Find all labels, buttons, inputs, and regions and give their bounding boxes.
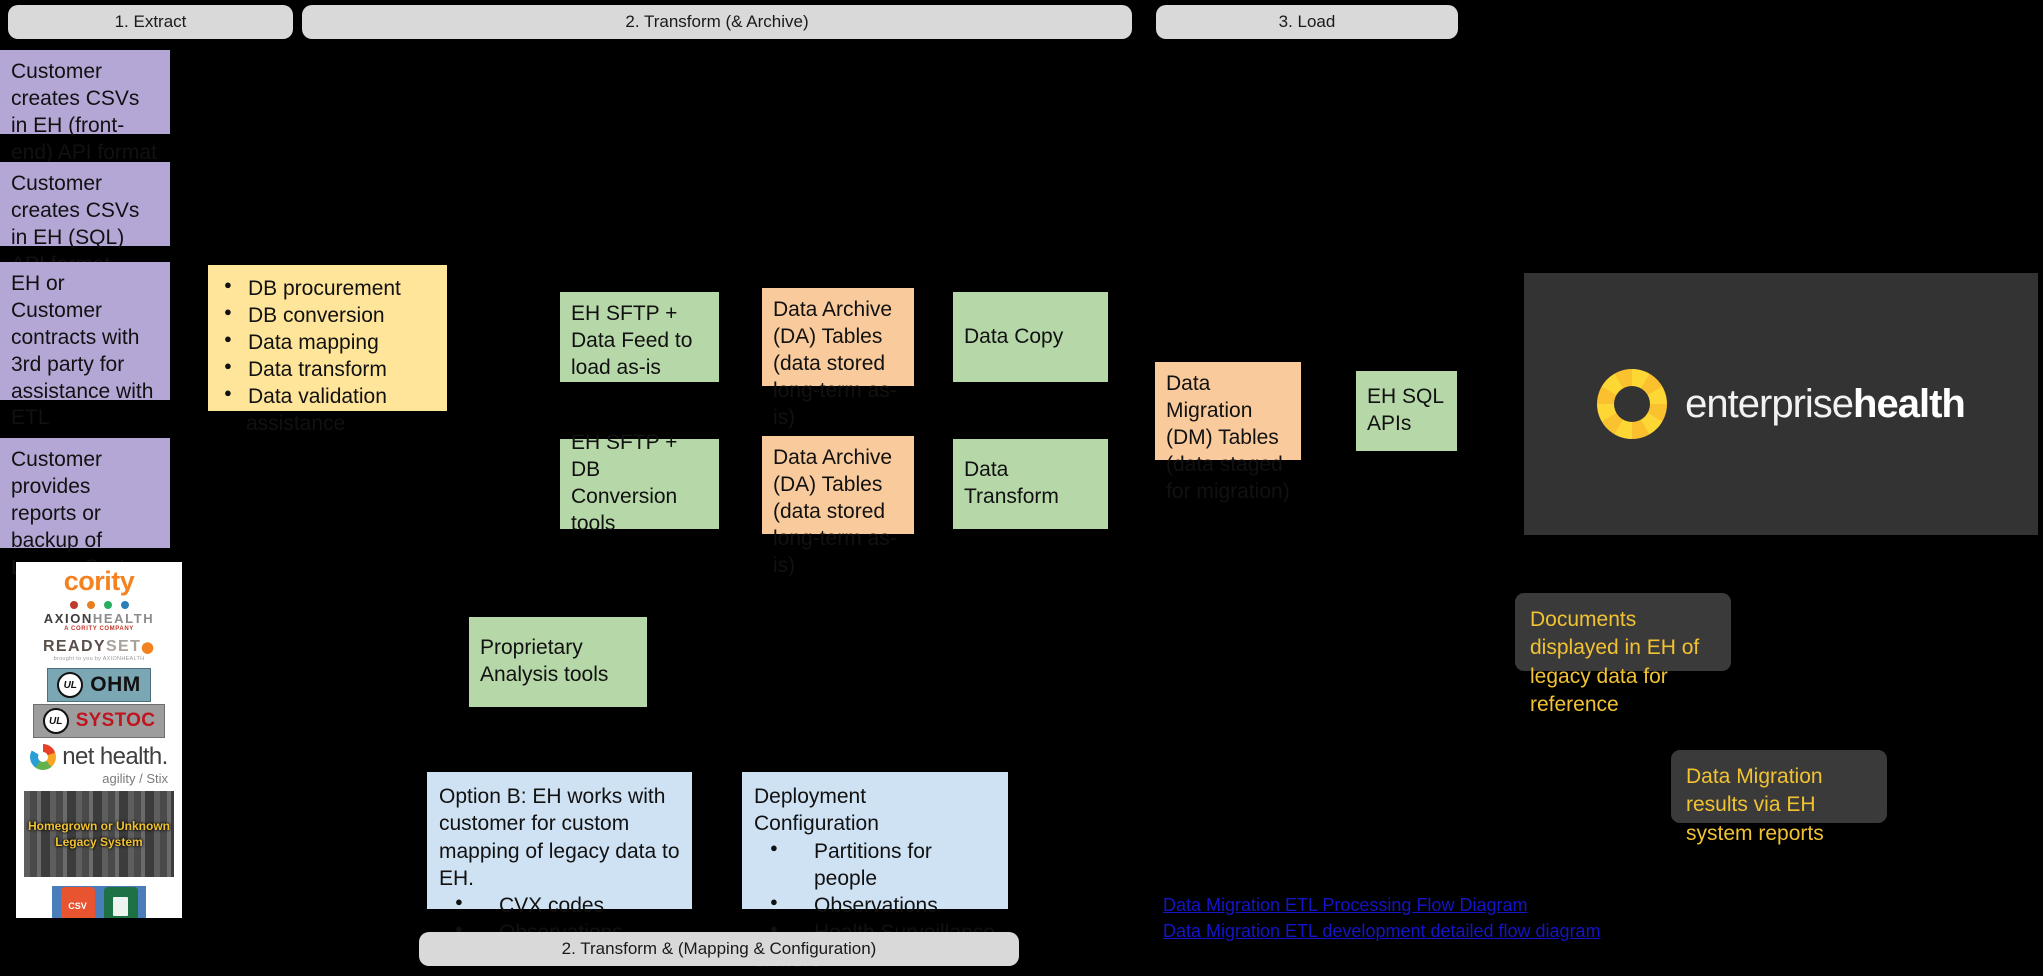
- logo-axion-health: AXIONHEALTH A CORITY COMPANY: [16, 600, 182, 635]
- enterprise-health-wordmark: enterprisehealth: [1685, 382, 1966, 426]
- link-etl-detailed-flow[interactable]: Data Migration ETL development detailed …: [1163, 920, 1601, 941]
- list-item: Data validation: [224, 383, 435, 410]
- transform-box-data-archive-bottom[interactable]: Data Archive (DA) Tables (data stored lo…: [762, 436, 914, 577]
- net-health-wordmark: net health.: [62, 743, 168, 770]
- readyset-tagline: brought to you by AXIONHEALTH: [53, 656, 145, 662]
- etl-assistance-continuation: assistance: [246, 412, 346, 436]
- phase-banner-extract[interactable]: 1. Extract: [8, 5, 293, 39]
- list-item: CVX codes: [455, 892, 680, 919]
- logo-readyset: READYSET⬤ brought to you by AXIONHEALTH: [16, 635, 182, 667]
- enterprise-health-logo-panel: enterprisehealth: [1524, 273, 2038, 535]
- logo-systoc: UL SYSTOC: [16, 703, 182, 739]
- transform-box-sftp-db-conversion[interactable]: EH SFTP + DB Conversion tools: [560, 431, 719, 535]
- callout-dm-results[interactable]: Data Migration results via EH system rep…: [1671, 750, 1887, 845]
- axion-dots-icon: [16, 601, 182, 609]
- etl-assistance-box[interactable]: DB procurement DB conversion Data mappin…: [208, 265, 447, 435]
- extract-box-legacy-reports[interactable]: Customer provides reports or backup of L…: [0, 438, 170, 579]
- net-health-ring-icon: [30, 744, 57, 770]
- excel-file-icon: [103, 887, 138, 918]
- list-item: DB conversion: [224, 302, 435, 329]
- legacy-system-caption: Homegrown or Unknown Legacy System: [28, 818, 170, 849]
- vendor-logo-strip: cority AXIONHEALTH A CORITY COMPANY READ…: [16, 562, 182, 918]
- etl-assistance-list: DB procurement DB conversion Data mappin…: [220, 275, 435, 410]
- extract-box-csv-frontend[interactable]: Customer creates CSVs in EH (front-end) …: [0, 50, 170, 164]
- load-box-eh-sql-apis[interactable]: EH SQL APIs: [1356, 371, 1457, 451]
- transform-box-sftp-data-feed[interactable]: EH SFTP + Data Feed to load as-is: [560, 292, 719, 382]
- list-item: Data mapping: [224, 329, 435, 356]
- extract-box-csv-sql[interactable]: Customer creates CSVs in EH (SQL) API fo…: [0, 162, 170, 276]
- ul-badge-icon: UL: [42, 708, 69, 734]
- transform-box-proprietary-analysis-tools[interactable]: Proprietary Analysis tools: [469, 617, 647, 707]
- load-box-dm-tables[interactable]: Data Migration (DM) Tables (data staged …: [1155, 362, 1301, 503]
- phase-banner-mapping-configuration-label: 2. Transform & (Mapping & Configuration): [561, 938, 877, 958]
- logo-net-health: net health. agility / Stix: [16, 739, 182, 788]
- axion-tagline: A CORITY COMPANY: [64, 626, 134, 632]
- list-item: Data transform: [224, 356, 435, 383]
- diagram-links: Data Migration ETL Processing Flow Diagr…: [1163, 893, 1601, 944]
- ohm-wordmark: OHM: [90, 673, 141, 696]
- logo-cority: cority: [16, 562, 182, 600]
- mapping-option-b-box[interactable]: Option B: EH works with customer for cus…: [427, 772, 692, 944]
- list-item: Partitions for people: [770, 838, 996, 893]
- csv-file-icon: CSV: [60, 887, 95, 918]
- mapping-heading: Option B: EH works with customer for cus…: [439, 785, 680, 890]
- deployment-heading: Deployment Configuration: [754, 785, 879, 836]
- legacy-system-photo: Homegrown or Unknown Legacy System: [24, 791, 174, 877]
- cority-wordmark: cority: [63, 565, 135, 596]
- net-health-tagline: agility / Stix: [102, 771, 168, 786]
- phase-banner-load-label: 3. Load: [1278, 11, 1336, 31]
- deployment-configuration-box[interactable]: Deployment Configuration Partitions for …: [742, 772, 1008, 972]
- transform-box-data-copy[interactable]: Data Copy: [953, 292, 1108, 382]
- link-etl-processing-flow[interactable]: Data Migration ETL Processing Flow Diagr…: [1163, 895, 1528, 915]
- ul-badge-icon: UL: [57, 672, 84, 698]
- axion-wordmark: AXIONHEALTH: [43, 611, 155, 626]
- transform-box-data-transform[interactable]: Data Transform: [953, 439, 1108, 529]
- phase-banner-transform-label: 2. Transform (& Archive): [625, 11, 809, 31]
- transform-box-data-archive-top[interactable]: Data Archive (DA) Tables (data stored lo…: [762, 288, 914, 429]
- callout-documents-displayed[interactable]: Documents displayed in EH of legacy data…: [1515, 593, 1731, 716]
- phase-banner-load[interactable]: 3. Load: [1156, 5, 1458, 39]
- deployment-list: Partitions for people Observations Healt…: [754, 838, 996, 947]
- readyset-wordmark: READYSET⬤: [42, 638, 156, 655]
- phase-banner-extract-label: 1. Extract: [114, 11, 187, 31]
- enterprise-health-sun-icon: [1597, 369, 1668, 439]
- list-item: DB procurement: [224, 275, 435, 302]
- extract-box-third-party-etl[interactable]: EH or Customer contracts with 3rd party …: [0, 262, 170, 429]
- systoc-wordmark: SYSTOC: [75, 710, 156, 731]
- phase-banner-transform[interactable]: 2. Transform (& Archive): [302, 5, 1132, 39]
- file-format-icons: CSV: [52, 886, 146, 918]
- logo-ohm: UL OHM: [16, 667, 182, 703]
- list-item: Observations: [770, 892, 996, 919]
- phase-banner-mapping-configuration[interactable]: 2. Transform & (Mapping & Configuration): [419, 932, 1019, 966]
